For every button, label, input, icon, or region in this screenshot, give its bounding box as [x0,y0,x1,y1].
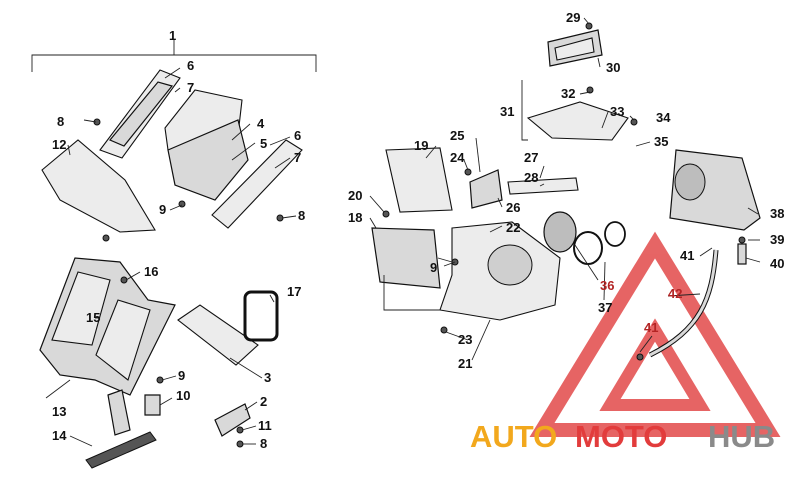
watermark-wordmark: AUTO MOTO HUB [470,419,775,454]
callout-7-right: 7 [294,150,301,165]
callout-41-upper: 41 [680,248,694,263]
front-cowl [39,257,176,396]
callout-34: 34 [656,110,671,125]
callout-19: 19 [414,138,428,153]
callout-14: 14 [52,428,67,443]
callout-2: 2 [260,394,267,409]
hardware-screws-right [382,22,746,361]
callout-1: 1 [169,28,176,43]
plug [737,243,747,265]
airbox-housing [439,221,561,321]
callout-labels: 1 6 7 8 4 5 6 7 12 9 8 16 17 15 3 9 10 2… [52,10,784,451]
callout-36: 36 [600,278,614,293]
callout-38: 38 [770,206,784,221]
mount-bracket [144,394,161,416]
throttle-body [669,149,761,231]
callout-26: 26 [506,200,520,215]
airbox-bracket [167,119,249,201]
callout-42: 42 [668,286,682,301]
callout-33: 33 [610,104,624,119]
callout-3: 3 [264,370,271,385]
watermark-moto: MOTO [575,419,667,454]
callout-39: 39 [770,232,784,247]
callout-17: 17 [287,284,301,299]
watermark-triangle-logo [529,231,781,437]
callout-21: 21 [458,356,472,371]
callout-9-upper: 9 [159,202,166,217]
watermark-auto: AUTO [470,419,557,454]
intake-boot [543,211,577,253]
small-bracket [469,169,503,209]
callout-4: 4 [257,116,265,131]
hose-clamp [573,231,603,265]
callout-25: 25 [450,128,464,143]
callout-13: 13 [52,404,66,419]
callout-29: 29 [566,10,580,25]
support-strip [107,389,131,436]
callout-6-left: 6 [187,58,194,73]
filter-gasket [243,290,279,342]
callout-23: 23 [458,332,472,347]
callout-7-left: 7 [187,80,194,95]
callout-31: 31 [500,104,514,119]
callout-15: 15 [86,310,100,325]
callout-40: 40 [770,256,784,271]
callout-30: 30 [606,60,620,75]
callout-6-right: 6 [294,128,301,143]
callout-27: 27 [524,150,538,165]
air-intake-module [547,29,603,67]
callout-18: 18 [348,210,362,225]
callout-16: 16 [144,264,158,279]
callout-11: 11 [258,418,272,433]
air-filter-frame-left [99,69,181,159]
foam-pad [41,139,156,233]
watermark-hub: HUB [708,419,775,454]
callout-41-lower: 41 [644,320,658,335]
callout-37: 37 [598,300,612,315]
callout-20: 20 [348,188,362,203]
intake-tray [526,101,629,141]
callout-8-bottom: 8 [260,436,267,451]
callout-5: 5 [260,136,267,151]
callout-10: 10 [176,388,190,403]
callout-22: 22 [506,220,520,235]
callout-32: 32 [561,86,575,101]
group-bracket-1 [31,54,317,72]
vent-hose [507,177,579,195]
callout-12: 12 [52,137,66,152]
callout-9-lower: 9 [178,368,185,383]
callout-28: 28 [524,170,538,185]
leader-lines [45,17,761,447]
side-bracket [371,227,441,289]
callout-8-left: 8 [57,114,64,129]
mounting-plate [214,403,251,437]
callout-8-right: 8 [298,208,305,223]
air-filter-foam [177,304,259,366]
callout-35: 35 [654,134,668,149]
decal-strip [85,431,157,469]
side-panel [385,147,453,213]
callout-9-right: 9 [430,260,437,275]
callout-24: 24 [450,150,465,165]
air-filter-frame-right [211,139,303,229]
